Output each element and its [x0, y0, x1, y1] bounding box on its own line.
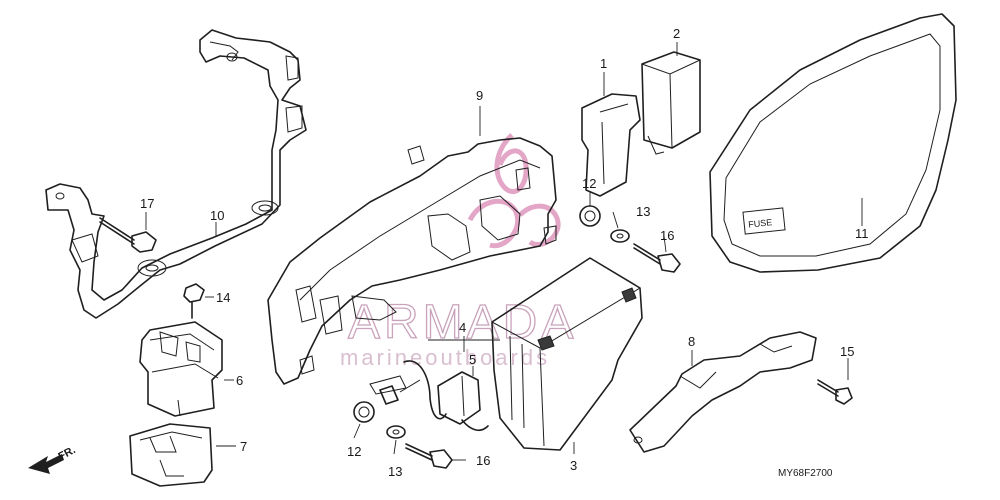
callout-5: 5 — [469, 352, 476, 367]
part-8-battery-band — [629, 331, 817, 453]
part-2-fuse-box — [641, 51, 701, 155]
callout-6: 6 — [236, 373, 243, 388]
callout-10: 10 — [210, 208, 224, 223]
ribbon-logo — [467, 133, 561, 249]
watermark-name: ARMADA — [348, 296, 577, 349]
callout-1: 1 — [600, 56, 607, 71]
callout-3: 3 — [570, 458, 577, 473]
part-10-battery-frame-bracket — [45, 29, 307, 319]
fuse-label: FUSE — [748, 217, 773, 229]
part-1-fuse-box-cover — [581, 93, 641, 197]
watermark-tagline: marineoutboards — [340, 345, 550, 370]
part-5-cable-boot — [437, 371, 489, 432]
callout-4: 4 — [459, 320, 466, 335]
part-17-bolt — [99, 217, 157, 253]
callout-13-upper: 13 — [636, 204, 650, 219]
part-7-relay-cover — [129, 423, 213, 487]
callout-9: 9 — [476, 88, 483, 103]
callout-13-lower: 13 — [388, 464, 402, 479]
part-6-starter-relay — [139, 321, 223, 417]
part-3-battery — [491, 257, 643, 451]
front-direction-label: FR. — [56, 444, 77, 463]
callout-11: 11 — [855, 226, 869, 241]
part-9-battery-box — [267, 137, 557, 395]
part-12-grommet-lower — [353, 401, 375, 423]
part-16-bolt-upper — [633, 243, 681, 273]
watermark: ARMADA marineoutboards — [340, 133, 577, 370]
leader-lines — [145, 42, 863, 461]
part-16-bolt-lower — [405, 443, 453, 469]
part-13-washer-lower — [386, 425, 406, 439]
part-14-terminal — [183, 283, 205, 319]
part-4-battery-cable — [379, 360, 447, 420]
front-arrow-icon: FR. — [28, 444, 78, 474]
part-13-washer-upper — [610, 229, 630, 243]
part-12-grommet-upper — [579, 205, 601, 227]
callout-labels: 1 2 3 4 5 6 7 8 9 10 11 12 12 13 13 14 1… — [140, 26, 869, 479]
callout-12-upper: 12 — [582, 176, 596, 191]
part-11-battery-cover: FUSE — [709, 13, 957, 273]
part-15-bolt — [817, 379, 853, 405]
drawing-code: MY68F2700 — [778, 468, 833, 479]
callout-16-lower: 16 — [476, 453, 490, 468]
callout-12-lower: 12 — [347, 444, 361, 459]
callout-14: 14 — [216, 290, 230, 305]
callout-8: 8 — [688, 334, 695, 349]
callout-16-upper: 16 — [660, 228, 674, 243]
callout-7: 7 — [240, 439, 247, 454]
callout-2: 2 — [673, 26, 680, 41]
callout-17: 17 — [140, 196, 154, 211]
callout-15: 15 — [840, 344, 854, 359]
